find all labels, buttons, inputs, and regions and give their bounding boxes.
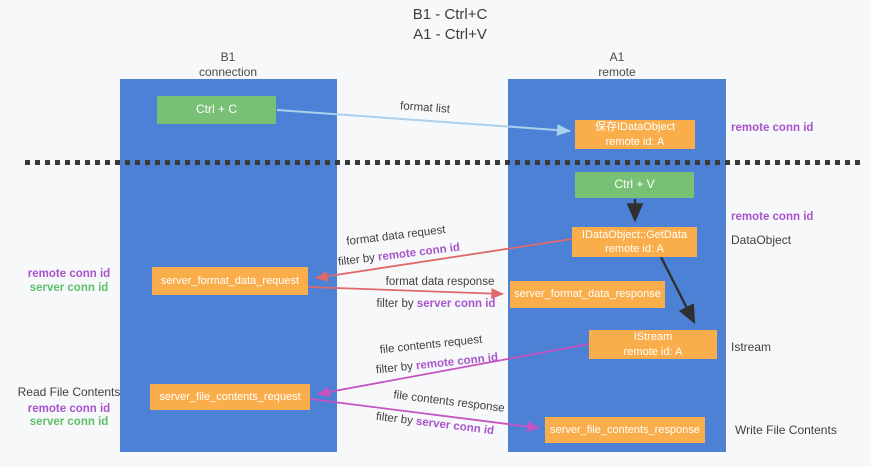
filter-by-remote-label-2: filter by remote conn id <box>375 352 498 377</box>
server-format-data-response-label: server_format_data_response <box>514 288 661 301</box>
server-conn-id-annotation-bottom-left: server conn id <box>29 416 109 428</box>
filter-by-text: filter by <box>375 360 417 377</box>
server-file-contents-request-box: server_file_contents_request <box>150 384 310 410</box>
server-file-contents-response-box: server_file_contents_response <box>545 417 705 443</box>
save-idataobject-line2: remote id: A <box>605 135 665 148</box>
remote-conn-id-annotation-mid-right: remote conn id <box>731 211 814 223</box>
istream-line2: remote id: A <box>623 345 683 358</box>
read-file-contents-annotation: Read File Contents <box>17 385 121 399</box>
getdata-line2: remote id: A <box>605 243 664 255</box>
write-file-contents-annotation: Write File Contents <box>735 423 837 437</box>
filter-by-server-label-1: filter by server conn id <box>377 298 496 310</box>
remote-conn-id-text: remote conn id <box>377 241 461 264</box>
filter-by-text: filter by <box>375 410 417 428</box>
remote-conn-id-text: remote conn id <box>415 351 499 373</box>
format-data-response-label: format data response <box>385 276 495 288</box>
lane-header-a1: A1 remote <box>537 50 697 79</box>
ctrl-v-label: Ctrl + V <box>614 177 655 192</box>
server-format-data-request-box: server_format_data_request <box>152 267 308 295</box>
file-contents-request-label: file contents request <box>379 333 483 357</box>
server-format-data-response-box: server_format_data_response <box>510 281 665 308</box>
save-idataobject-box: 保存IDataObject remote id: A <box>575 120 695 149</box>
save-idataobject-line1: 保存IDataObject <box>594 121 676 134</box>
format-list-label: format list <box>399 100 451 116</box>
ctrl-v-box: Ctrl + V <box>575 172 694 198</box>
remote-conn-id-annotation-bottom-left: remote conn id <box>27 403 111 415</box>
server-file-contents-response-label: server_file_contents_response <box>550 423 700 436</box>
filter-by-text: filter by <box>337 251 379 269</box>
lane-a1-name: A1 <box>609 50 625 64</box>
file-contents-response-label: file contents response <box>392 389 506 415</box>
arrow-format-data-response <box>307 286 504 299</box>
title-line-2: A1 - Ctrl+V <box>413 25 487 43</box>
lane-a1-subtitle: remote <box>598 64 636 79</box>
server-format-data-request-label: server_format_data_request <box>160 274 300 287</box>
ctrl-c-box: Ctrl + C <box>157 96 276 124</box>
server-conn-id-text: server conn id <box>416 298 496 310</box>
server-file-contents-request-label: server_file_contents_request <box>159 390 301 403</box>
istream-line1: IStream <box>633 331 673 344</box>
istream-annotation: Istream <box>731 340 772 354</box>
remote-conn-id-annotation-top-right: remote conn id <box>731 122 814 134</box>
ctrl-c-label: Ctrl + C <box>195 102 237 117</box>
filter-by-server-label-2: filter by server conn id <box>375 411 494 437</box>
server-conn-id-annotation-top-left: server conn id <box>29 282 109 294</box>
lane-b1-subtitle: connection <box>198 64 258 79</box>
lane-header-b1: B1 connection <box>148 50 308 79</box>
remote-conn-id-annotation-top-left: remote conn id <box>27 268 111 280</box>
istream-box: IStream remote id: A <box>589 330 717 359</box>
getdata-line1: IDataObject::GetData <box>581 228 688 241</box>
idataobject-getdata-box: IDataObject::GetData remote id: A <box>572 227 697 257</box>
lane-b1-name: B1 <box>220 50 236 64</box>
filter-by-text: filter by <box>376 298 417 310</box>
phase-divider-dashed-line <box>25 160 861 165</box>
dataobject-annotation: DataObject <box>731 233 792 247</box>
server-conn-id-text: server conn id <box>415 415 495 438</box>
title-line-1: B1 - Ctrl+C <box>412 6 488 23</box>
diagram-title: B1 - Ctrl+C A1 - Ctrl+V <box>413 5 488 45</box>
